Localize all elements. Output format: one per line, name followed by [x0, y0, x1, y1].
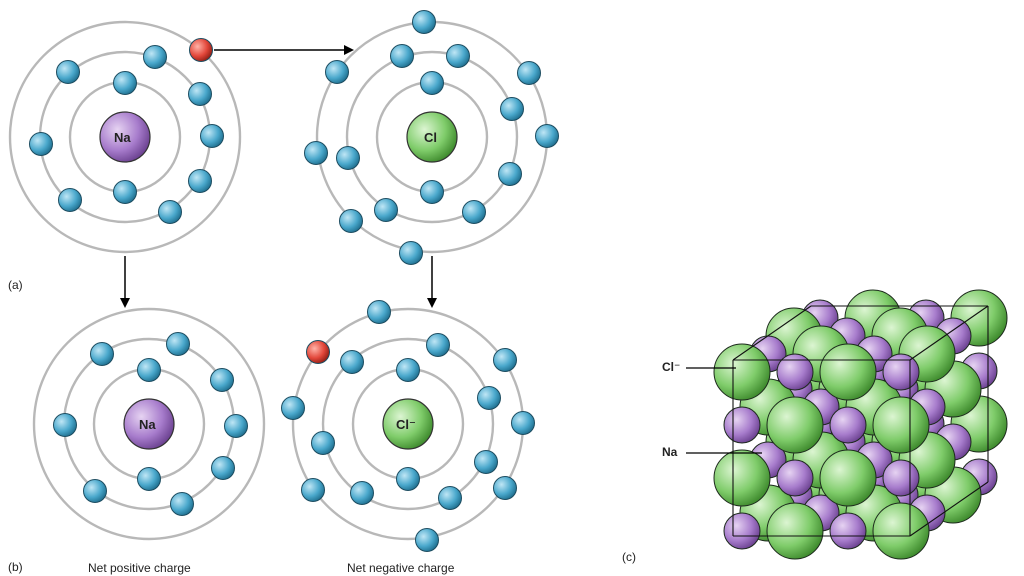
crystal-sodium-label: Na	[662, 445, 678, 459]
chloride-ion-sphere	[872, 502, 930, 560]
na-atom-shell-3	[8, 20, 242, 254]
na-atom-nucleus	[99, 111, 151, 163]
electron	[56, 60, 80, 84]
nacl-crystal-lattice	[713, 289, 1008, 560]
electron	[53, 413, 77, 437]
electron	[535, 124, 559, 148]
electron	[426, 333, 450, 357]
unit-cell-edge	[732, 305, 812, 361]
cl-atom-symbol: Cl	[424, 130, 437, 145]
cl-atom-nucleus	[406, 111, 458, 163]
electron	[477, 386, 501, 410]
electron	[500, 97, 524, 121]
cl-ion-symbol: Cl⁻	[396, 417, 416, 432]
transferred-electron	[306, 340, 330, 364]
electron	[396, 358, 420, 382]
sodium-ion-sphere	[882, 459, 920, 497]
sodium-ion-sphere	[829, 512, 867, 550]
cl-atom	[304, 10, 559, 265]
electron	[143, 45, 167, 69]
na-ion-symbol: Na	[139, 417, 156, 432]
na-ion-caption: Net positive charge	[88, 561, 191, 575]
electron	[390, 44, 414, 68]
electron	[374, 198, 398, 222]
electron	[301, 478, 325, 502]
cl-ion-caption: Net negative charge	[347, 561, 455, 575]
electron	[304, 141, 328, 165]
electron	[396, 467, 420, 491]
cl-atom-shell-2	[345, 50, 519, 224]
electron	[224, 414, 248, 438]
electron	[446, 44, 470, 68]
electron	[211, 456, 235, 480]
electron	[420, 180, 444, 204]
sodium-ion-sphere	[723, 512, 761, 550]
electron	[438, 486, 462, 510]
electron	[58, 188, 82, 212]
unit-cell-edge	[909, 305, 989, 361]
cl-ion-shell-2	[321, 337, 495, 511]
electron	[340, 350, 364, 374]
electron	[188, 82, 212, 106]
chloride-ion-sphere	[819, 343, 877, 401]
transferred-electron	[189, 38, 213, 62]
electron	[367, 300, 391, 324]
electron	[498, 162, 522, 186]
electron	[415, 528, 439, 552]
sodium-ion-sphere	[829, 406, 867, 444]
chloride-ion-sphere	[713, 449, 771, 507]
sodium-ion-sphere	[723, 406, 761, 444]
unit-cell-edge	[909, 481, 989, 537]
electron	[517, 61, 541, 85]
cl-ion-nucleus	[382, 398, 434, 450]
crystal-chloride-label: Cl⁻	[662, 360, 681, 374]
chloride-ion-sphere	[766, 396, 824, 454]
panel-label-a: (a)	[8, 278, 23, 292]
chloride-ion-sphere	[766, 502, 824, 560]
electron	[412, 10, 436, 34]
sodium-ion-sphere	[776, 353, 814, 391]
electron	[420, 71, 444, 95]
chloride-ion-sphere	[819, 449, 877, 507]
na-atom-symbol: Na	[114, 130, 131, 145]
electron	[113, 180, 137, 204]
sodium-ion-sphere	[882, 353, 920, 391]
na-atom	[8, 20, 242, 254]
electron	[170, 492, 194, 516]
electron	[158, 200, 182, 224]
na-ion-nucleus	[123, 398, 175, 450]
electron	[200, 124, 224, 148]
na-ion	[32, 307, 266, 541]
electron	[166, 332, 190, 356]
electron	[493, 476, 517, 500]
electron	[83, 479, 107, 503]
electron	[210, 368, 234, 392]
electron	[474, 450, 498, 474]
electron	[113, 71, 137, 95]
electron	[281, 396, 305, 420]
panel-label-b: (b)	[8, 560, 23, 574]
electron	[29, 132, 53, 156]
electron	[137, 358, 161, 382]
na-ion-shell-3	[32, 307, 266, 541]
electron	[339, 209, 363, 233]
chloride-ion-sphere	[713, 343, 771, 401]
chloride-ion-sphere	[872, 396, 930, 454]
electron	[511, 411, 535, 435]
electron	[399, 241, 423, 265]
cl-ion	[281, 300, 535, 552]
electron	[325, 60, 349, 84]
electron	[311, 431, 335, 455]
electron	[350, 481, 374, 505]
electron	[462, 200, 486, 224]
electron	[137, 467, 161, 491]
sodium-ion-sphere	[776, 459, 814, 497]
electron	[336, 146, 360, 170]
panel-label-c: (c)	[622, 550, 636, 564]
electron	[188, 169, 212, 193]
electron	[493, 348, 517, 372]
electron	[90, 342, 114, 366]
